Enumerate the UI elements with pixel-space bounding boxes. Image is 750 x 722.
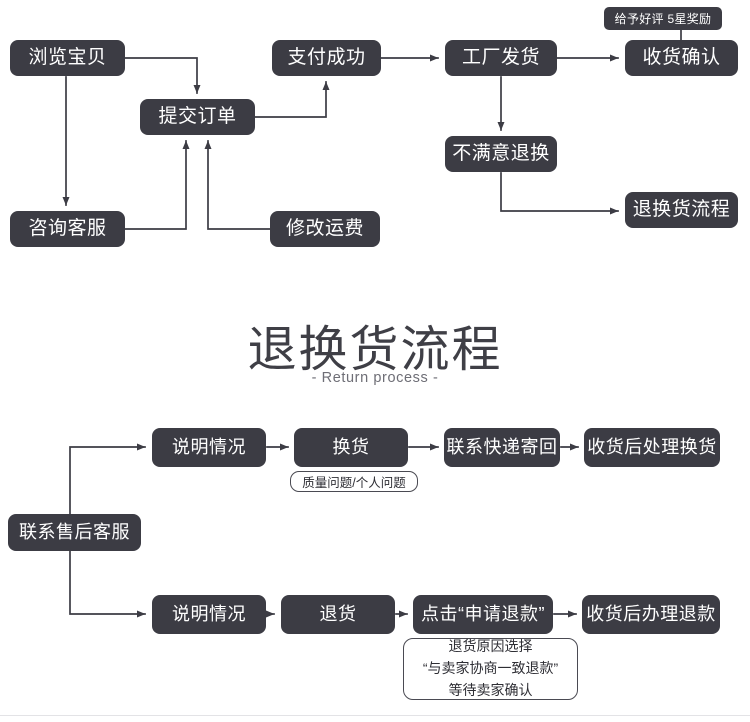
annotation-good-review-reward: 给予好评 5星奖励 xyxy=(604,7,722,30)
wire-fee-to-submit xyxy=(204,140,271,230)
note-exchange-reason: 质量问题/个人问题 xyxy=(290,471,418,492)
note-refund-reason: 退货原因选择 “与卖家协商一致退款” 等待卖家确认 xyxy=(403,638,578,700)
bottom-divider xyxy=(0,715,750,716)
note-refund-line-2: “与卖家协商一致退款” xyxy=(422,660,559,677)
wire-submit-to-pay xyxy=(254,81,330,118)
wire-entry-to-refund xyxy=(69,550,146,618)
node-factory-ship[interactable]: 工厂发货 xyxy=(445,40,557,76)
node-refund-click-apply[interactable]: 点击“申请退款” xyxy=(413,595,553,634)
node-browse[interactable]: 浏览宝贝 xyxy=(10,40,125,76)
wire-consult-to-submit xyxy=(124,140,190,230)
node-exchange-explain[interactable]: 说明情况 xyxy=(152,428,266,467)
note-refund-line-1: 退货原因选择 xyxy=(448,638,533,655)
note-refund-line-3: 等待卖家确认 xyxy=(448,681,533,698)
node-unsatisfied-return[interactable]: 不满意退换 xyxy=(445,136,557,172)
wire-entry-to-exchange xyxy=(69,443,146,515)
node-refund-return-goods[interactable]: 退货 xyxy=(281,595,395,634)
node-refund-handled[interactable]: 收货后办理退款 xyxy=(582,595,720,634)
node-confirm-receipt[interactable]: 收货确认 xyxy=(625,40,738,76)
section-title: 退换货流程 xyxy=(247,323,503,377)
node-contact-after-sales[interactable]: 联系售后客服 xyxy=(8,514,141,551)
wire-browse-to-submit xyxy=(124,57,201,94)
node-modify-shipping-fee[interactable]: 修改运费 xyxy=(270,211,380,247)
node-return-process-link[interactable]: 退换货流程 xyxy=(625,192,738,228)
node-consult-service[interactable]: 咨询客服 xyxy=(10,211,125,247)
section-subtitle: - Return process - xyxy=(311,370,439,386)
node-submit-order[interactable]: 提交订单 xyxy=(140,99,255,135)
node-exchange-ship-back[interactable]: 联系快递寄回 xyxy=(444,428,560,467)
wire-unhappy-to-returnflow xyxy=(500,172,619,215)
node-exchange-goods[interactable]: 换货 xyxy=(294,428,408,467)
node-exchange-handled[interactable]: 收货后处理换货 xyxy=(584,428,720,467)
node-payment-success[interactable]: 支付成功 xyxy=(272,40,381,76)
node-refund-explain[interactable]: 说明情况 xyxy=(152,595,266,634)
